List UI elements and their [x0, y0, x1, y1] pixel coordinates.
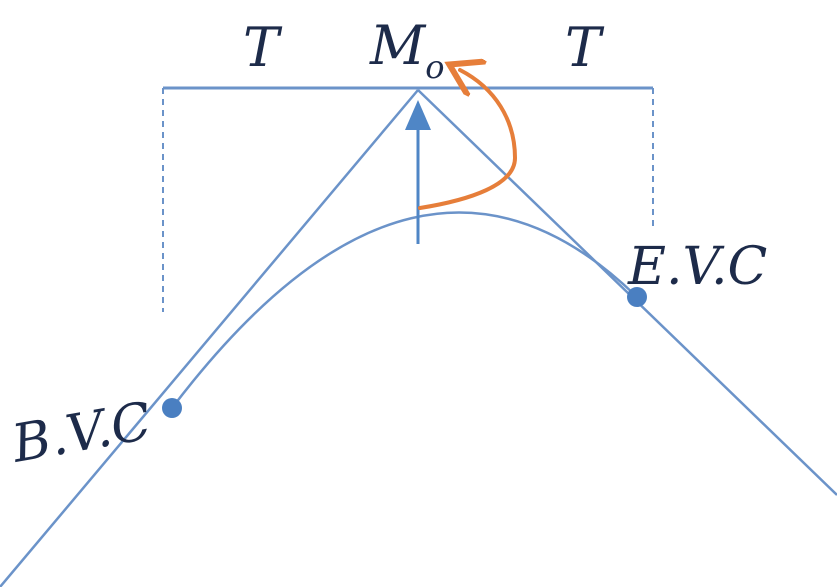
vertex-label: Mo [369, 14, 445, 86]
tangent-right-label: T [565, 16, 605, 79]
tangent-left-label: T [243, 16, 283, 79]
bvc-label: B.V.C [7, 391, 156, 474]
bvc-point [162, 398, 182, 418]
left-tangent-line [0, 89, 419, 587]
middle-ordinate-arrowhead [405, 100, 431, 130]
evc-label: E.V.C [627, 237, 767, 297]
rotation-arrow [418, 70, 518, 210]
evc-point [627, 287, 647, 307]
vertical-curve [171, 211, 638, 409]
right-tangent-line [417, 89, 837, 496]
